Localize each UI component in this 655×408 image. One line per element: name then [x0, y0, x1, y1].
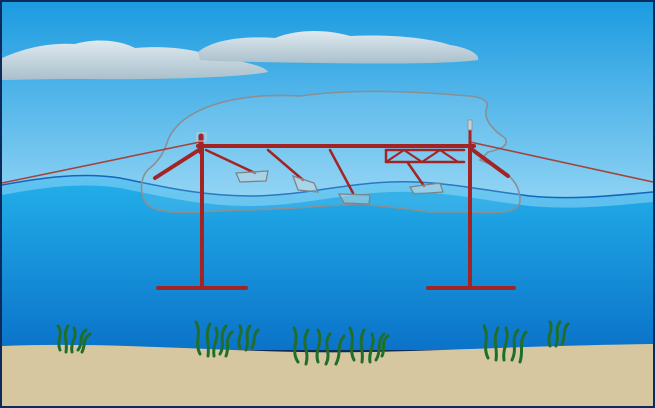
sea-water	[2, 175, 653, 350]
float-1	[235, 170, 269, 183]
seabed	[2, 344, 653, 406]
cloud-icon	[198, 31, 479, 64]
float-arm-4	[406, 161, 426, 188]
support-structure	[153, 122, 516, 290]
float-4	[408, 182, 444, 195]
left-outer-strut	[153, 146, 204, 180]
float-arm-1	[204, 148, 257, 175]
float-arm-2	[266, 148, 305, 182]
seaweed-icon	[547, 320, 570, 348]
wave-floats	[235, 170, 444, 205]
seaweed-icon	[194, 320, 234, 358]
seaweed-icon	[348, 326, 390, 364]
right-outer-strut	[468, 146, 510, 178]
seaweed-icon	[482, 324, 528, 364]
float-2	[291, 174, 320, 193]
left-post-cap	[196, 132, 207, 142]
mooring-line-left	[1, 141, 201, 184]
cloud-icon	[2, 40, 268, 80]
wave-crest	[2, 175, 653, 208]
mooring-line-right	[469, 141, 654, 183]
seaweed-icon	[237, 324, 260, 352]
wave-line	[1, 174, 654, 199]
float-arm-3	[328, 148, 355, 195]
seaweed-icon	[292, 326, 346, 366]
right-post-cap	[467, 119, 473, 131]
float-3	[337, 193, 371, 205]
seaweed-icon	[56, 324, 92, 354]
